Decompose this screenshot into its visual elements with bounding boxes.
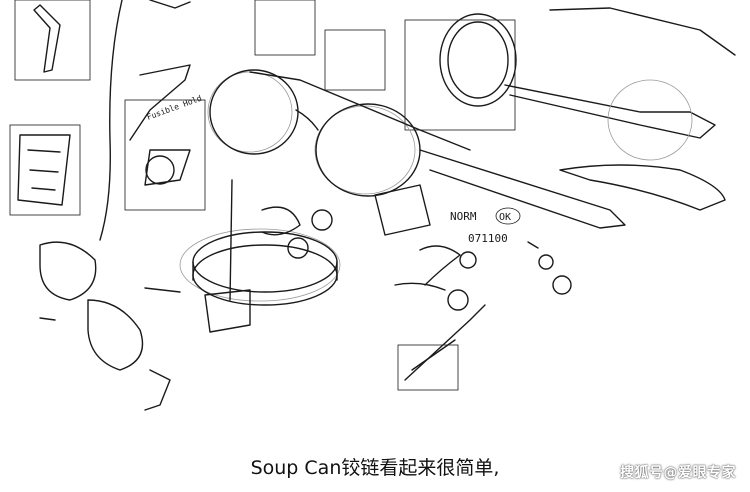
hinge-clip-left (17, 134, 71, 206)
temple-tip-sketch (33, 0, 191, 241)
detail-frame-mid-left (124, 99, 206, 211)
hinge-block (374, 184, 477, 311)
eyewear-hinge-sketch: Fusible Hold (9, 0, 736, 411)
detail-frame-bottom (397, 344, 459, 391)
note-number: 071100 (468, 232, 508, 245)
round-frame-with-temple (439, 7, 736, 161)
note-ok-circle (495, 207, 521, 225)
detail-frame-top-right (404, 19, 516, 131)
soup-can-hinge (144, 179, 341, 333)
detail-frame-top-center (254, 0, 316, 56)
note-ok: OK (499, 212, 511, 223)
spectacle-frame (207, 69, 626, 229)
temple-tip-bottom (404, 304, 486, 381)
screws-and-washers (527, 241, 572, 295)
detail-frame-top-left (14, 0, 91, 81)
spectacle-frame-lower-left (39, 241, 171, 411)
hinge-arm-sketch (129, 64, 191, 186)
note-norm: NORM (450, 210, 477, 223)
detail-frame-left (9, 124, 81, 216)
note-fusible-hold: Fusible Hold (146, 94, 204, 122)
watermark: 搜狐号@爱眼专家 (620, 465, 736, 481)
detail-frame-top-mid (324, 29, 386, 91)
temple-arm-right (559, 164, 726, 211)
caption-text: Soup Can铰链看起来很简单, (250, 457, 500, 479)
